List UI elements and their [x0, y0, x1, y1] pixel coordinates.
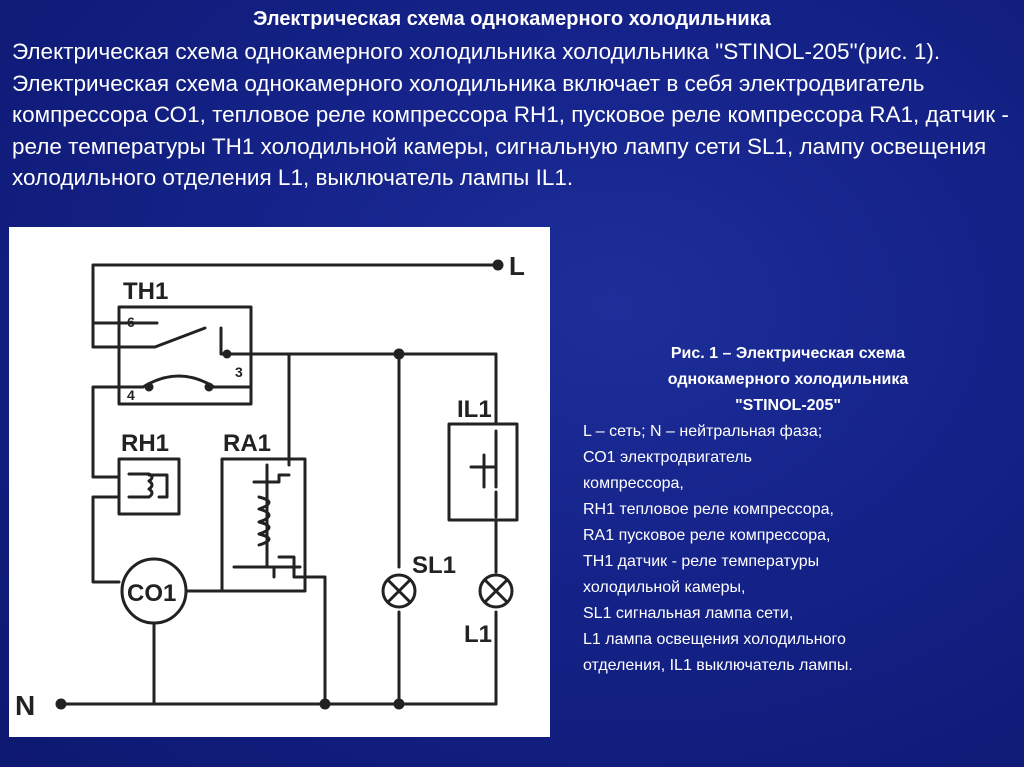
caption-line: RH1 тепловое реле компрессора,: [583, 501, 834, 518]
sl1-cross: [386, 578, 412, 604]
caption-line: отделения, IL1 выключатель лампы.: [583, 657, 853, 674]
il1-switch: [469, 429, 498, 519]
caption-line: RA1 пусковое реле компрессора,: [583, 527, 831, 544]
caption-title-line: "STINOL-205": [735, 397, 841, 414]
caption-title-line: Рис. 1 – Электрическая схема: [670, 345, 906, 362]
ra1-coil: [257, 495, 271, 547]
caption-line: SL1 сигнальная лампа сети,: [583, 605, 794, 622]
il1-box: [447, 422, 519, 522]
intro-paragraph: Электрическая схема однокамерного холоди…: [12, 39, 1009, 190]
rh1-box: [117, 457, 181, 516]
label-l: L: [509, 251, 525, 281]
label-sl1: SL1: [412, 552, 456, 579]
caption-line: L – сеть; N – нейтральная фаза;: [583, 423, 823, 440]
wire-rh1-co1: [91, 495, 121, 584]
slide-title: Электрическая схема однокамерного холоди…: [253, 8, 771, 30]
label-l1: L1: [464, 621, 492, 648]
node-n-1: [319, 698, 331, 710]
label-n: N: [15, 690, 35, 721]
terminal-n: [55, 698, 67, 710]
caption-title: Рис. 1 – Электрическая схема однокамерно…: [583, 341, 993, 419]
caption-title-line: однокамерного холодильника: [667, 371, 909, 388]
caption-line: холодильной камеры,: [583, 579, 746, 596]
caption-line: ТН1 датчик - реле температуры: [583, 553, 820, 570]
wire-l: [91, 263, 499, 325]
wire-th1-outer: [91, 321, 159, 349]
wire-co1-ra1: [184, 565, 224, 593]
ra1-box: [220, 457, 307, 593]
label-co1: CO1: [127, 580, 176, 607]
label-th1: TH1: [123, 278, 168, 305]
ra1-contact: [252, 473, 327, 706]
figure-caption: Рис. 1 – Электрическая схема однокамерно…: [583, 341, 993, 679]
caption-line: компрессора,: [583, 475, 684, 492]
wire-th1-rh1: [91, 385, 121, 479]
label-pin3: 3: [235, 364, 243, 380]
th1-bimetal: [117, 374, 253, 389]
label-pin6: 6: [127, 314, 135, 330]
label-pin4: 4: [127, 387, 135, 403]
th1-contact: [117, 326, 253, 356]
node-n-2: [393, 698, 405, 710]
l1-cross: [483, 578, 509, 604]
caption-line: L1 лампа освещения холодильного: [583, 631, 846, 648]
label-il1: IL1: [457, 396, 492, 423]
label-rh1: RH1: [121, 430, 169, 457]
terminal-l: [492, 259, 504, 271]
rh1-heater: [127, 472, 169, 499]
th1-pin3-node: [222, 349, 232, 359]
caption-body: L – сеть; N – нейтральная фаза; СО1 элек…: [583, 419, 993, 679]
th1-node-a: [144, 382, 154, 392]
label-ra1: RA1: [223, 430, 271, 457]
caption-line: СО1 электродвигатель: [583, 449, 752, 466]
circuit-diagram: L N TH1 6 4 3 RH1 RA1 CO1 SL1 IL1 L1: [9, 227, 550, 737]
circuit-diagram-svg: L N TH1 6 4 3 RH1 RA1 CO1 SL1 IL1 L1: [15, 251, 525, 721]
th1-node-b: [204, 382, 214, 392]
